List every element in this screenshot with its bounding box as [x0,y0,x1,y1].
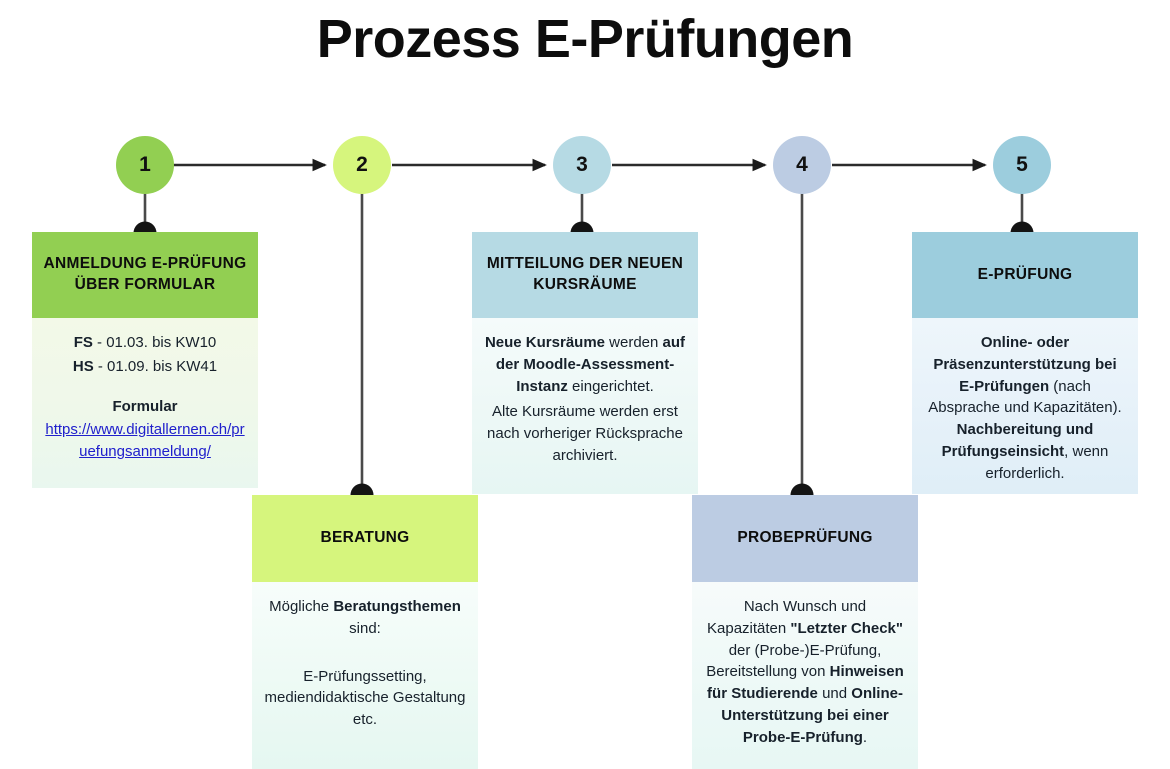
card5-p1-c: Nachbereitung und Prüfungseinsicht [941,421,1094,460]
card4-p1-e: und [817,685,852,702]
stem-step-4 [790,193,814,507]
step-card-5-header: E-PRÜFUNG [912,232,1138,318]
step-circle-4[interactable]: 4 [773,136,831,194]
step-card-4[interactable]: PROBEPRÜFUNG Nach Wunsch und Kapazitäten… [692,495,918,769]
step-card-1-header: ANMELDUNG E-PRÜFUNG ÜBER FORMULAR [32,232,258,318]
card2-p1-c: sind: [349,619,381,637]
step-card-2[interactable]: BERATUNG Mögliche Beratungsthemen sind: … [252,495,478,769]
step-circle-3[interactable]: 3 [553,136,611,194]
step-card-2-body: Mögliche Beratungsthemen sind: E-Prüfung… [252,582,478,769]
card4-paragraph-1: Nach Wunsch und Kapazitäten "Letzter Che… [704,596,906,748]
card3-p1-c: auf der Moodle-Assessment-Instanz [495,334,686,395]
step-card-1[interactable]: ANMELDUNG E-PRÜFUNG ÜBER FORMULAR FS - 0… [32,232,258,488]
card5-paragraph-1: Online- oder Präsenzunterstützung bei E-… [924,332,1126,484]
step-circle-2[interactable]: 2 [333,136,391,194]
card5-p1-a: Online- oder Präsenzunterstützung bei E-… [933,334,1117,395]
card1-schedule-hs: HS - 01.09. bis KW41 [44,356,246,378]
step-circle-1[interactable]: 1 [116,136,174,194]
card2-p1-b: Beratungsthemen [333,598,461,615]
step-number-2: 2 [356,153,368,176]
card1-formular-label: Formular [44,396,246,418]
step-number-1: 1 [139,153,151,176]
card5-p1-b: (nach Absprache und Kapazitäten). [928,377,1122,417]
step-card-5[interactable]: E-PRÜFUNG Online- oder Präsenzunterstütz… [912,232,1138,494]
stem-step-2 [350,193,374,507]
card4-p1-c: der (Probe-)E-Prüfung, Bereitstellung vo… [706,641,882,681]
card1-hs-label: HS [72,357,94,375]
card2-p1-a: Mögliche [269,598,334,615]
card3-p1-d: eingerichtet. [567,377,654,395]
card3-paragraph-1: Neue Kursräume werden auf der Moodle-Ass… [484,332,686,397]
step-number-5: 5 [1016,153,1028,176]
card1-formular-text: Formular [112,397,178,415]
card4-p1-a: Nach Wunsch und Kapazitäten [707,598,867,637]
card1-fs-label: FS [73,334,93,351]
step-card-3[interactable]: MITTEILUNG DER NEUEN KURSRÄUME Neue Kurs… [472,232,698,494]
step-card-5-body: Online- oder Präsenzunterstützung bei E-… [912,318,1138,494]
step-card-4-body: Nach Wunsch und Kapazitäten "Letzter Che… [692,582,918,769]
card1-link-wrap: https://www.digitallernen.ch/pruefungsan… [44,419,246,463]
card1-schedule-fs: FS - 01.03. bis KW10 [44,332,246,354]
card5-p1-d: , wenn erforderlich. [985,442,1109,482]
card4-p1-g: . [862,728,868,746]
page-title: Prozess E-Prüfungen [316,9,854,69]
card4-p1-f: Online-Unterstützung bei einer Probe-E-P… [721,685,903,746]
card1-fs-rest: - 01.03. bis KW10 [92,334,217,351]
step-card-1-body: FS - 01.03. bis KW10 HS - 01.09. bis KW4… [32,318,258,488]
card2-paragraph-1: Mögliche Beratungsthemen sind: [264,596,466,640]
registration-form-link[interactable]: https://www.digitallernen.ch/pruefungsan… [45,421,245,460]
step-card-3-body: Neue Kursräume werden auf der Moodle-Ass… [472,318,698,494]
step-circle-5[interactable]: 5 [993,136,1051,194]
card3-p1-a: Neue Kursräume [484,334,605,351]
card2-paragraph-2: E-Prüfungssetting, mediendidaktische Ges… [264,667,466,729]
step-card-4-header: PROBEPRÜFUNG [692,495,918,582]
card3-paragraph-2: Alte Kursräume werden erst nach vorherig… [487,403,683,464]
card4-p1-b: "Letzter Check" [790,619,903,637]
card3-p1-b: werden [605,334,663,351]
card1-hs-rest: - 01.09. bis KW41 [93,357,218,375]
step-number-4: 4 [796,153,808,176]
step-card-3-header: MITTEILUNG DER NEUEN KURSRÄUME [472,232,698,318]
step-number-3: 3 [576,153,588,176]
card4-p1-d: Hinweisen für Studierende [707,663,904,702]
step-card-2-header: BERATUNG [252,495,478,582]
